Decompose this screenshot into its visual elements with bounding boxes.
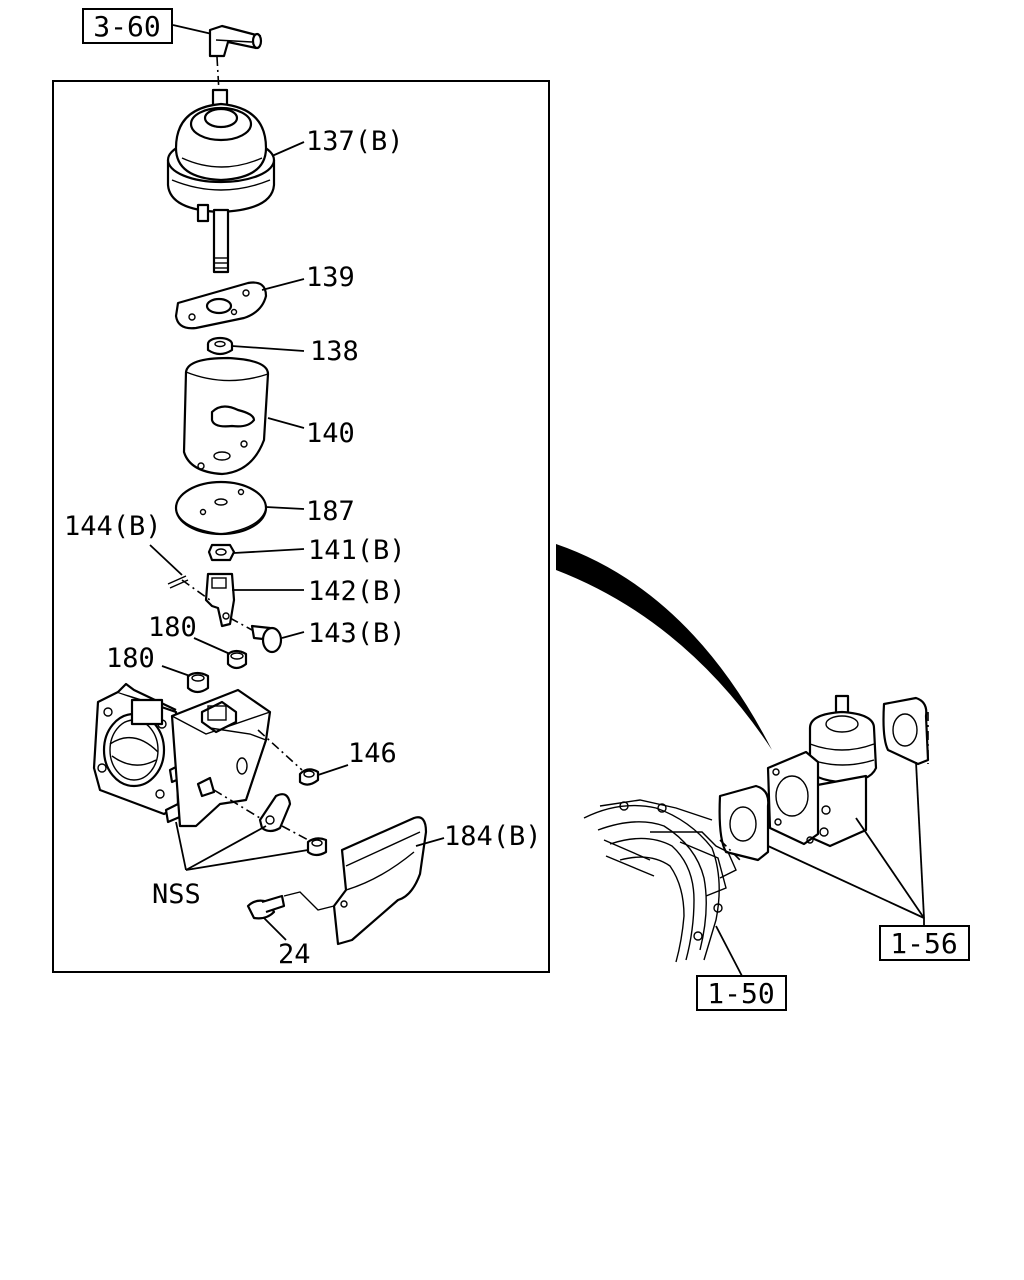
callout-24: 24 xyxy=(278,939,311,970)
callout-137: 137(B) xyxy=(306,126,404,157)
throttle-lever[interactable] xyxy=(258,793,292,833)
lever-nut[interactable] xyxy=(306,837,328,857)
flange-nut[interactable] xyxy=(298,768,320,786)
detail-pointer-arrow xyxy=(556,544,772,750)
callout-139: 139 xyxy=(306,262,355,293)
actuator-bracket[interactable] xyxy=(170,688,272,828)
intake-manifold[interactable] xyxy=(583,799,741,963)
callout-143: 143(B) xyxy=(308,618,406,649)
ref-label-1-50: 1-50 xyxy=(707,977,774,1010)
ref-label-3-60: 3-60 xyxy=(93,10,160,43)
gasket-right[interactable] xyxy=(882,696,930,766)
callout-nss: NSS xyxy=(152,879,201,910)
callout-187: 187 xyxy=(306,496,355,527)
callout-184: 184(B) xyxy=(444,821,542,852)
callout-180-lower: 180 xyxy=(106,643,155,674)
shield-bolt[interactable] xyxy=(246,891,335,920)
bushing-lower[interactable] xyxy=(186,671,210,694)
ref-box-1-50[interactable]: 1-50 xyxy=(696,975,787,1011)
installed-actuator[interactable] xyxy=(808,694,878,848)
ref-label-1-56: 1-56 xyxy=(890,927,957,960)
base-plate[interactable] xyxy=(174,480,268,536)
callout-138: 138 xyxy=(310,336,359,367)
clevis-joint[interactable] xyxy=(204,572,236,628)
clevis-pin[interactable] xyxy=(229,617,283,654)
callout-141: 141(B) xyxy=(308,535,406,566)
lock-nut[interactable] xyxy=(207,543,236,562)
callout-140: 140 xyxy=(306,418,355,449)
ref-box-3-60[interactable]: 3-60 xyxy=(82,8,173,44)
bushing-upper[interactable] xyxy=(226,649,248,670)
vacuum-hose xyxy=(172,24,263,93)
throttle-body[interactable] xyxy=(92,682,188,824)
gasket-left[interactable] xyxy=(718,784,770,862)
callout-142: 142(B) xyxy=(308,576,406,607)
actuator-cover[interactable] xyxy=(182,356,270,476)
reference-leaders xyxy=(715,761,925,977)
installed-throttle-body[interactable] xyxy=(766,750,820,846)
assembly-frame xyxy=(52,80,550,973)
nss-leaders xyxy=(175,821,309,871)
mounting-plate[interactable] xyxy=(174,281,268,330)
split-pin[interactable] xyxy=(149,544,189,589)
callout-146: 146 xyxy=(348,738,397,769)
vacuum-actuator[interactable] xyxy=(166,88,276,274)
callout-180-upper: 180 xyxy=(148,612,197,643)
heat-shield[interactable] xyxy=(332,816,428,946)
callout-144: 144(B) xyxy=(64,511,162,542)
ref-box-1-56[interactable]: 1-56 xyxy=(879,925,970,961)
seal-washer[interactable] xyxy=(206,336,234,356)
